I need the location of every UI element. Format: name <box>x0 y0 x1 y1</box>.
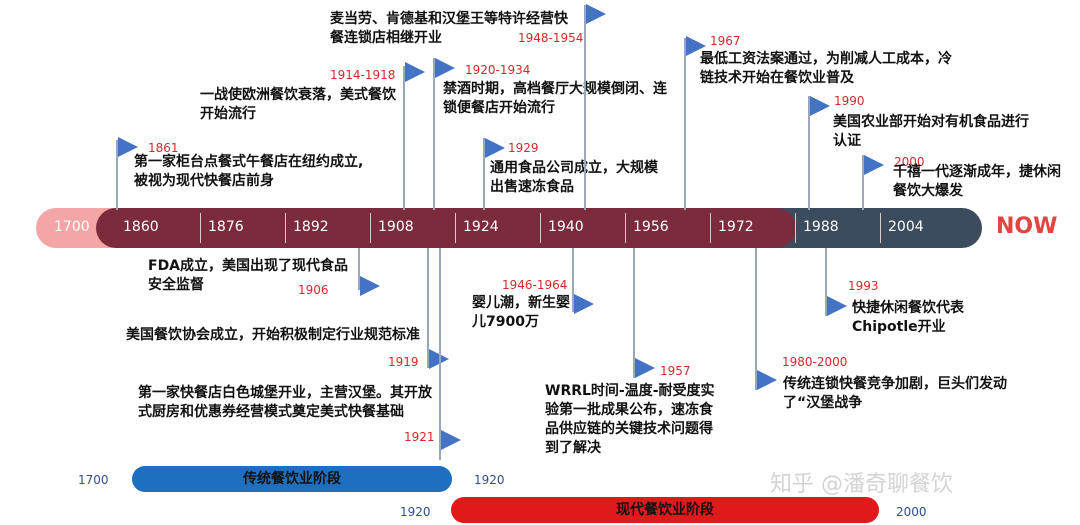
event-text: 第一家柜台点餐式午餐店在纽约成立,被视为现代快餐店前身 <box>134 154 364 189</box>
stage-modern: 现代餐饮业阶段 <box>451 497 879 523</box>
flag-icon <box>635 358 655 378</box>
event-text: 千禧一代逐渐成年，捷休闲餐饮大爆发 <box>893 164 1061 199</box>
event-year: 1919 <box>388 355 419 369</box>
event-text: WRRL时间-温度-耐受度实验第一批成果公布，速冻食品供应链的关键技术问题得到了… <box>545 383 715 456</box>
axis-tick-label: 1956 <box>633 219 669 235</box>
event-year: 1946-1964 <box>502 278 568 292</box>
event-text: 第一家快餐店白色城堡开业，主营汉堡。其开放式厨房和优惠券经营模式奠定美式快餐基础 <box>138 385 432 420</box>
event-year: 1967 <box>710 34 741 48</box>
event-text: FDA成立，美国出现了现代食品安全监督 <box>148 258 349 293</box>
stage-start-label: 1700 <box>78 473 109 487</box>
axis-tick-label: 1972 <box>718 219 754 235</box>
watermark: 知乎 @潘奇聊餐饮 <box>770 472 953 497</box>
event-year: 1948-1954 <box>518 31 584 45</box>
axis-tick <box>540 213 541 243</box>
flag-icon <box>435 58 455 78</box>
flag-icon <box>118 137 138 157</box>
event-text: 禁酒时期，高档餐厅大规模倒闭、连锁便餐店开始流行 <box>443 81 667 116</box>
stage-end-label: 1920 <box>474 473 505 487</box>
event-year: 1929 <box>508 141 539 155</box>
axis-tick <box>880 213 881 243</box>
flag-icon <box>360 276 380 296</box>
flag-icon <box>441 430 461 450</box>
axis-tick-label: 1924 <box>463 219 499 235</box>
axis-tick-label: 1892 <box>293 219 329 235</box>
event-year: 1920-1934 <box>465 63 531 77</box>
event-text: 传统连锁快餐竞争加剧，巨头们发动了“汉堡战争 <box>783 376 1007 411</box>
event-text: 婴儿潮，新生婴儿7900万 <box>472 295 570 330</box>
event-year: 1914-1918 <box>330 68 396 82</box>
axis-tick <box>200 213 201 243</box>
axis-tick <box>710 213 711 243</box>
axis-tick <box>285 213 286 243</box>
event-year: 1861 <box>148 141 179 155</box>
axis-tick <box>625 213 626 243</box>
event-text: 快捷休闲餐饮代表Chipotle开业 <box>852 300 964 335</box>
flag-icon <box>757 370 777 390</box>
event-year: 2000 <box>894 155 925 169</box>
axis-bar-end <box>760 208 982 248</box>
axis-bar <box>96 208 796 248</box>
flag-icon <box>485 138 505 158</box>
axis-tick-label: 1988 <box>803 219 839 235</box>
event-text: 最低工资法案通过，为削减人工成本，冷链技术开始在餐饮业普及 <box>700 51 952 86</box>
stage-end-label: 2000 <box>896 505 927 519</box>
event-year: 1980-2000 <box>782 355 848 369</box>
flag-icon <box>827 296 847 316</box>
axis-tick-label: 2004 <box>888 219 924 235</box>
axis-tick-label: 1940 <box>548 219 584 235</box>
flag-icon <box>864 155 884 175</box>
event-text: 通用食品公司成立，大规模出售速冻食品 <box>490 160 658 195</box>
event-year: 1906 <box>298 283 329 297</box>
flag-icon <box>574 294 594 314</box>
event-year: 1921 <box>404 430 435 444</box>
axis-start-label: 1700 <box>54 219 90 235</box>
axis-tick <box>370 213 371 243</box>
axis-tick-label: 1908 <box>378 219 414 235</box>
axis-tick-label: 1876 <box>208 219 244 235</box>
event-text: 美国农业部开始对有机食品进行认证 <box>833 114 1029 149</box>
flag-icon <box>586 4 606 24</box>
axis-tick <box>795 213 796 243</box>
event-text: 一战使欧洲餐饮衰落，美式餐饮开始流行 <box>200 87 396 122</box>
flag-icon <box>686 36 706 56</box>
stage-traditional: 传统餐饮业阶段 <box>132 466 452 492</box>
flag-icon <box>810 96 830 116</box>
now-label: NOW <box>996 214 1058 239</box>
event-text: 麦当劳、肯德基和汉堡王等特许经营快餐连锁店相继开业 <box>330 11 568 46</box>
stage-start-label: 1920 <box>400 505 431 519</box>
axis-tick <box>455 213 456 243</box>
event-text: 美国餐饮协会成立，开始积极制定行业规范标准 <box>126 327 420 343</box>
axis-tick-label: 1860 <box>123 219 159 235</box>
event-year: 1957 <box>660 364 691 378</box>
event-year: 1993 <box>848 279 879 293</box>
event-year: 1990 <box>834 94 865 108</box>
flag-icon <box>405 62 425 82</box>
